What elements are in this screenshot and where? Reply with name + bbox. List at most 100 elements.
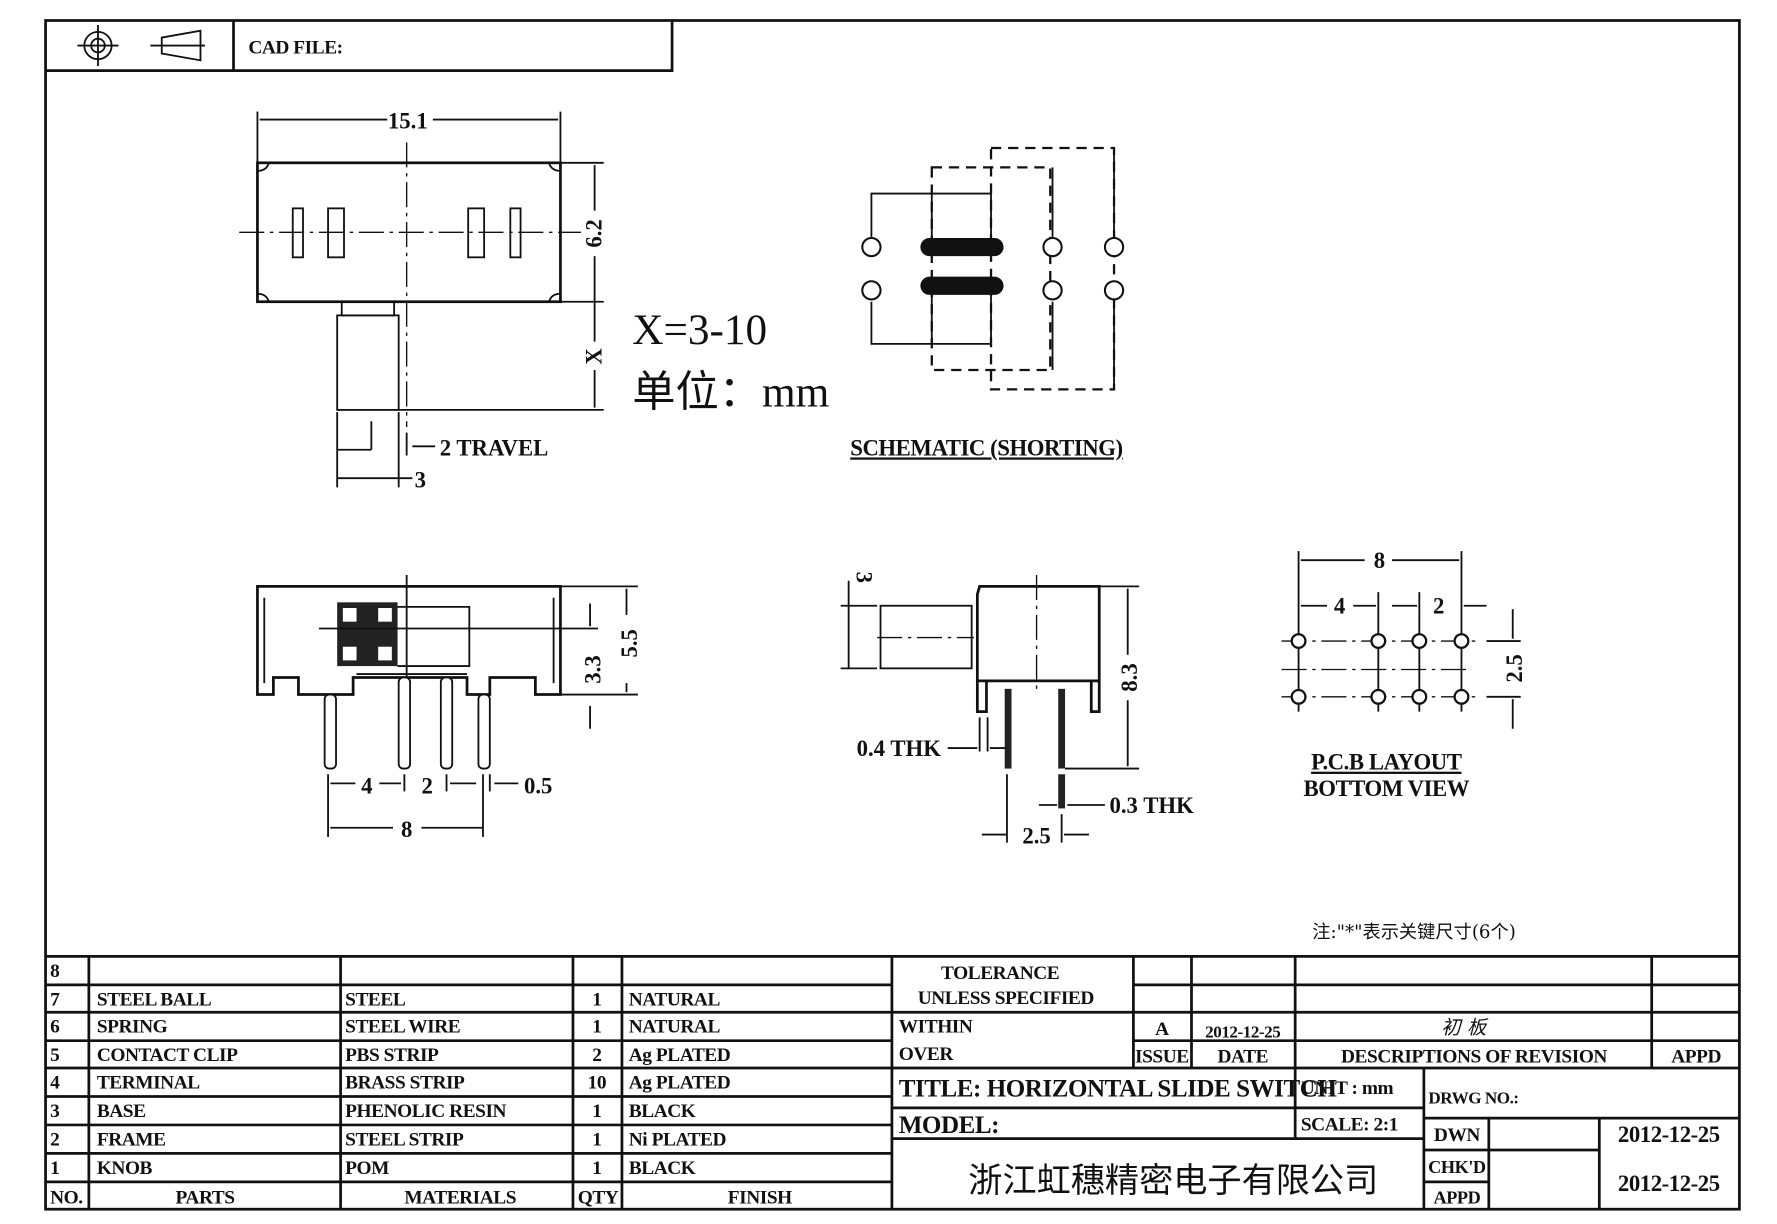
bom-cell-material: BRASS STRIP bbox=[345, 1073, 465, 1094]
bom-cell-material: STEEL bbox=[345, 989, 406, 1010]
within-label: WITHIN bbox=[899, 1017, 973, 1038]
appd-signoff-label: APPD bbox=[1434, 1188, 1481, 1208]
drwg-no-label: DRWG NO.: bbox=[1428, 1088, 1518, 1107]
bom-row: 2 FRAME STEEL STRIP 1 Ni PLATED bbox=[50, 1129, 727, 1150]
dwn-label: DWN bbox=[1434, 1125, 1480, 1146]
pin-pitch-2-dim: 2 bbox=[421, 774, 432, 799]
bom-cell-part: FRAME bbox=[97, 1129, 166, 1150]
side-view: 3 0.4 THK 8.3 0.3 THK 2.5 bbox=[840, 572, 1194, 849]
header-finish: FINISH bbox=[728, 1188, 792, 1209]
cad-file-label: CAD FILE: bbox=[248, 38, 342, 59]
pcb-pitch-2-dim: 2 bbox=[1433, 594, 1444, 619]
cone-projection-icon bbox=[150, 29, 206, 62]
thk-03-dim: 0.3 THK bbox=[1109, 793, 1194, 818]
descriptions-of-revision-label: DESCRIPTIONS OF REVISION bbox=[1341, 1046, 1607, 1067]
pcb-pitch-4-dim: 4 bbox=[1334, 594, 1345, 619]
bom-cell-no: 3 bbox=[50, 1101, 60, 1122]
scale-label: SCALE: 2:1 bbox=[1301, 1115, 1398, 1136]
bom-row: 8 bbox=[50, 961, 60, 982]
schematic-label: SCHEMATIC (SHORTING) bbox=[850, 435, 1122, 460]
bom-cell-finish: Ag PLATED bbox=[629, 1073, 731, 1094]
bom-cell-part: TERMINAL bbox=[97, 1073, 200, 1094]
bom-cell-finish: NATURAL bbox=[629, 989, 721, 1010]
unit-note: 单位：mm bbox=[632, 368, 829, 416]
bom-cell-material: PBS STRIP bbox=[345, 1045, 439, 1066]
bom-cell-qty: 1 bbox=[592, 1129, 601, 1150]
revision-description: 初 板 bbox=[1441, 1016, 1489, 1039]
bom-cell-finish: Ni PLATED bbox=[629, 1129, 727, 1150]
header-materials: MATERIALS bbox=[404, 1188, 516, 1209]
bom-cell-part: STEEL BALL bbox=[97, 989, 212, 1010]
bom-row: 6 SPRING STEEL WIRE 1 NATURAL bbox=[50, 1017, 721, 1038]
travel-dim: 2 TRAVEL bbox=[440, 435, 549, 460]
chk-appd-date: 2012-12-25 bbox=[1618, 1171, 1720, 1196]
appd-label: APPD bbox=[1671, 1046, 1721, 1067]
bom-cell-finish: Ag PLATED bbox=[629, 1045, 731, 1066]
title-block: TOLERANCE UNLESS SPECIFIED WITHIN OVER A… bbox=[891, 956, 1740, 1210]
issue-date: 2012-12-25 bbox=[1205, 1022, 1280, 1041]
bom-cell-qty: 1 bbox=[592, 1017, 601, 1038]
x-range-note: X=3-10 bbox=[632, 306, 767, 354]
chkd-label: CHK'D bbox=[1428, 1157, 1486, 1177]
bom-cell-finish: BLACK bbox=[629, 1158, 696, 1179]
unless-specified-label: UNLESS SPECIFIED bbox=[918, 988, 1095, 1009]
bom-cell-qty: 1 bbox=[592, 1101, 601, 1122]
thk-04-dim: 0.4 THK bbox=[857, 736, 942, 761]
width-dim: 15.1 bbox=[388, 109, 428, 134]
knob-3-dim: 3 bbox=[852, 572, 877, 583]
first-angle-projection-target-icon bbox=[77, 25, 119, 67]
bom-cell-qty: 1 bbox=[592, 989, 601, 1010]
bom-cell-finish: BLACK bbox=[629, 1101, 696, 1122]
header-qty: QTY bbox=[578, 1188, 619, 1209]
bom-cell-no: 5 bbox=[50, 1045, 59, 1066]
front-view: 4 2 0.5 8 3.3 5.5 bbox=[256, 574, 642, 842]
pin-pitch-4-dim: 4 bbox=[361, 774, 372, 799]
over-label: OVER bbox=[899, 1044, 955, 1065]
dwn-date: 2012-12-25 bbox=[1618, 1122, 1720, 1147]
knob-width-dim: 3 bbox=[415, 467, 426, 492]
bom-cell-no: 2 bbox=[50, 1129, 59, 1150]
height-dim: 6.2 bbox=[581, 219, 606, 247]
bom-cell-qty: 10 bbox=[588, 1073, 606, 1094]
issue-value: A bbox=[1155, 1019, 1169, 1040]
pitch-25-dim: 2.5 bbox=[1022, 824, 1050, 849]
bom-cell-part: KNOB bbox=[97, 1158, 153, 1179]
header-box: CAD FILE: bbox=[45, 20, 674, 72]
bottom-view-label: BOTTOM VIEW bbox=[1303, 776, 1469, 801]
model-label: MODEL: bbox=[899, 1112, 999, 1139]
bom-cell-no: 6 bbox=[50, 1017, 60, 1038]
bom-cell-part: BASE bbox=[97, 1101, 146, 1122]
bom-cell-material: STEEL STRIP bbox=[345, 1129, 464, 1150]
tolerance-label: TOLERANCE bbox=[941, 963, 1059, 984]
height-55-dim: 5.5 bbox=[617, 629, 642, 657]
drawing-title: TITLE: HORIZONTAL SLIDE SWITCH bbox=[899, 1075, 1338, 1102]
pcb-span-8-dim: 8 bbox=[1374, 548, 1385, 573]
bom-row: 7 STEEL BALL STEEL 1 NATURAL bbox=[50, 989, 721, 1010]
header-no: NO. bbox=[50, 1188, 83, 1209]
header-parts: PARTS bbox=[175, 1188, 234, 1209]
pcb-layout: 8 4 2 2.5 P.C.B LAYOUT BOTTOM VIEW bbox=[1281, 548, 1527, 801]
x-dim: X bbox=[581, 348, 606, 365]
date-label: DATE bbox=[1217, 1046, 1268, 1067]
schematic-diagram: SCHEMATIC (SHORTING) bbox=[850, 146, 1125, 460]
bom-cell-material: STEEL WIRE bbox=[345, 1017, 460, 1038]
pcb-layout-label: P.C.B LAYOUT bbox=[1311, 750, 1462, 775]
bom-cell-no: 8 bbox=[50, 961, 60, 982]
bom-cell-qty: 2 bbox=[592, 1045, 601, 1066]
bom-cell-no: 1 bbox=[50, 1158, 59, 1179]
bom-cell-qty: 1 bbox=[592, 1158, 601, 1179]
pin-span-8-dim: 8 bbox=[401, 817, 412, 842]
bom-row: 5 CONTACT CLIP PBS STRIP 2 Ag PLATED bbox=[50, 1045, 731, 1066]
pin-width-dim: 0.5 bbox=[524, 774, 552, 799]
bom-cell-part: CONTACT CLIP bbox=[97, 1045, 238, 1066]
issue-label: ISSUE bbox=[1135, 1046, 1189, 1067]
height-83-dim: 8.3 bbox=[1117, 663, 1142, 691]
bom-cell-part: SPRING bbox=[97, 1017, 168, 1038]
bom-cell-finish: NATURAL bbox=[629, 1017, 721, 1038]
key-dimension-note: 注:"*"表示关键尺寸(6个) bbox=[1312, 922, 1516, 943]
bom-cell-no: 7 bbox=[50, 989, 60, 1010]
